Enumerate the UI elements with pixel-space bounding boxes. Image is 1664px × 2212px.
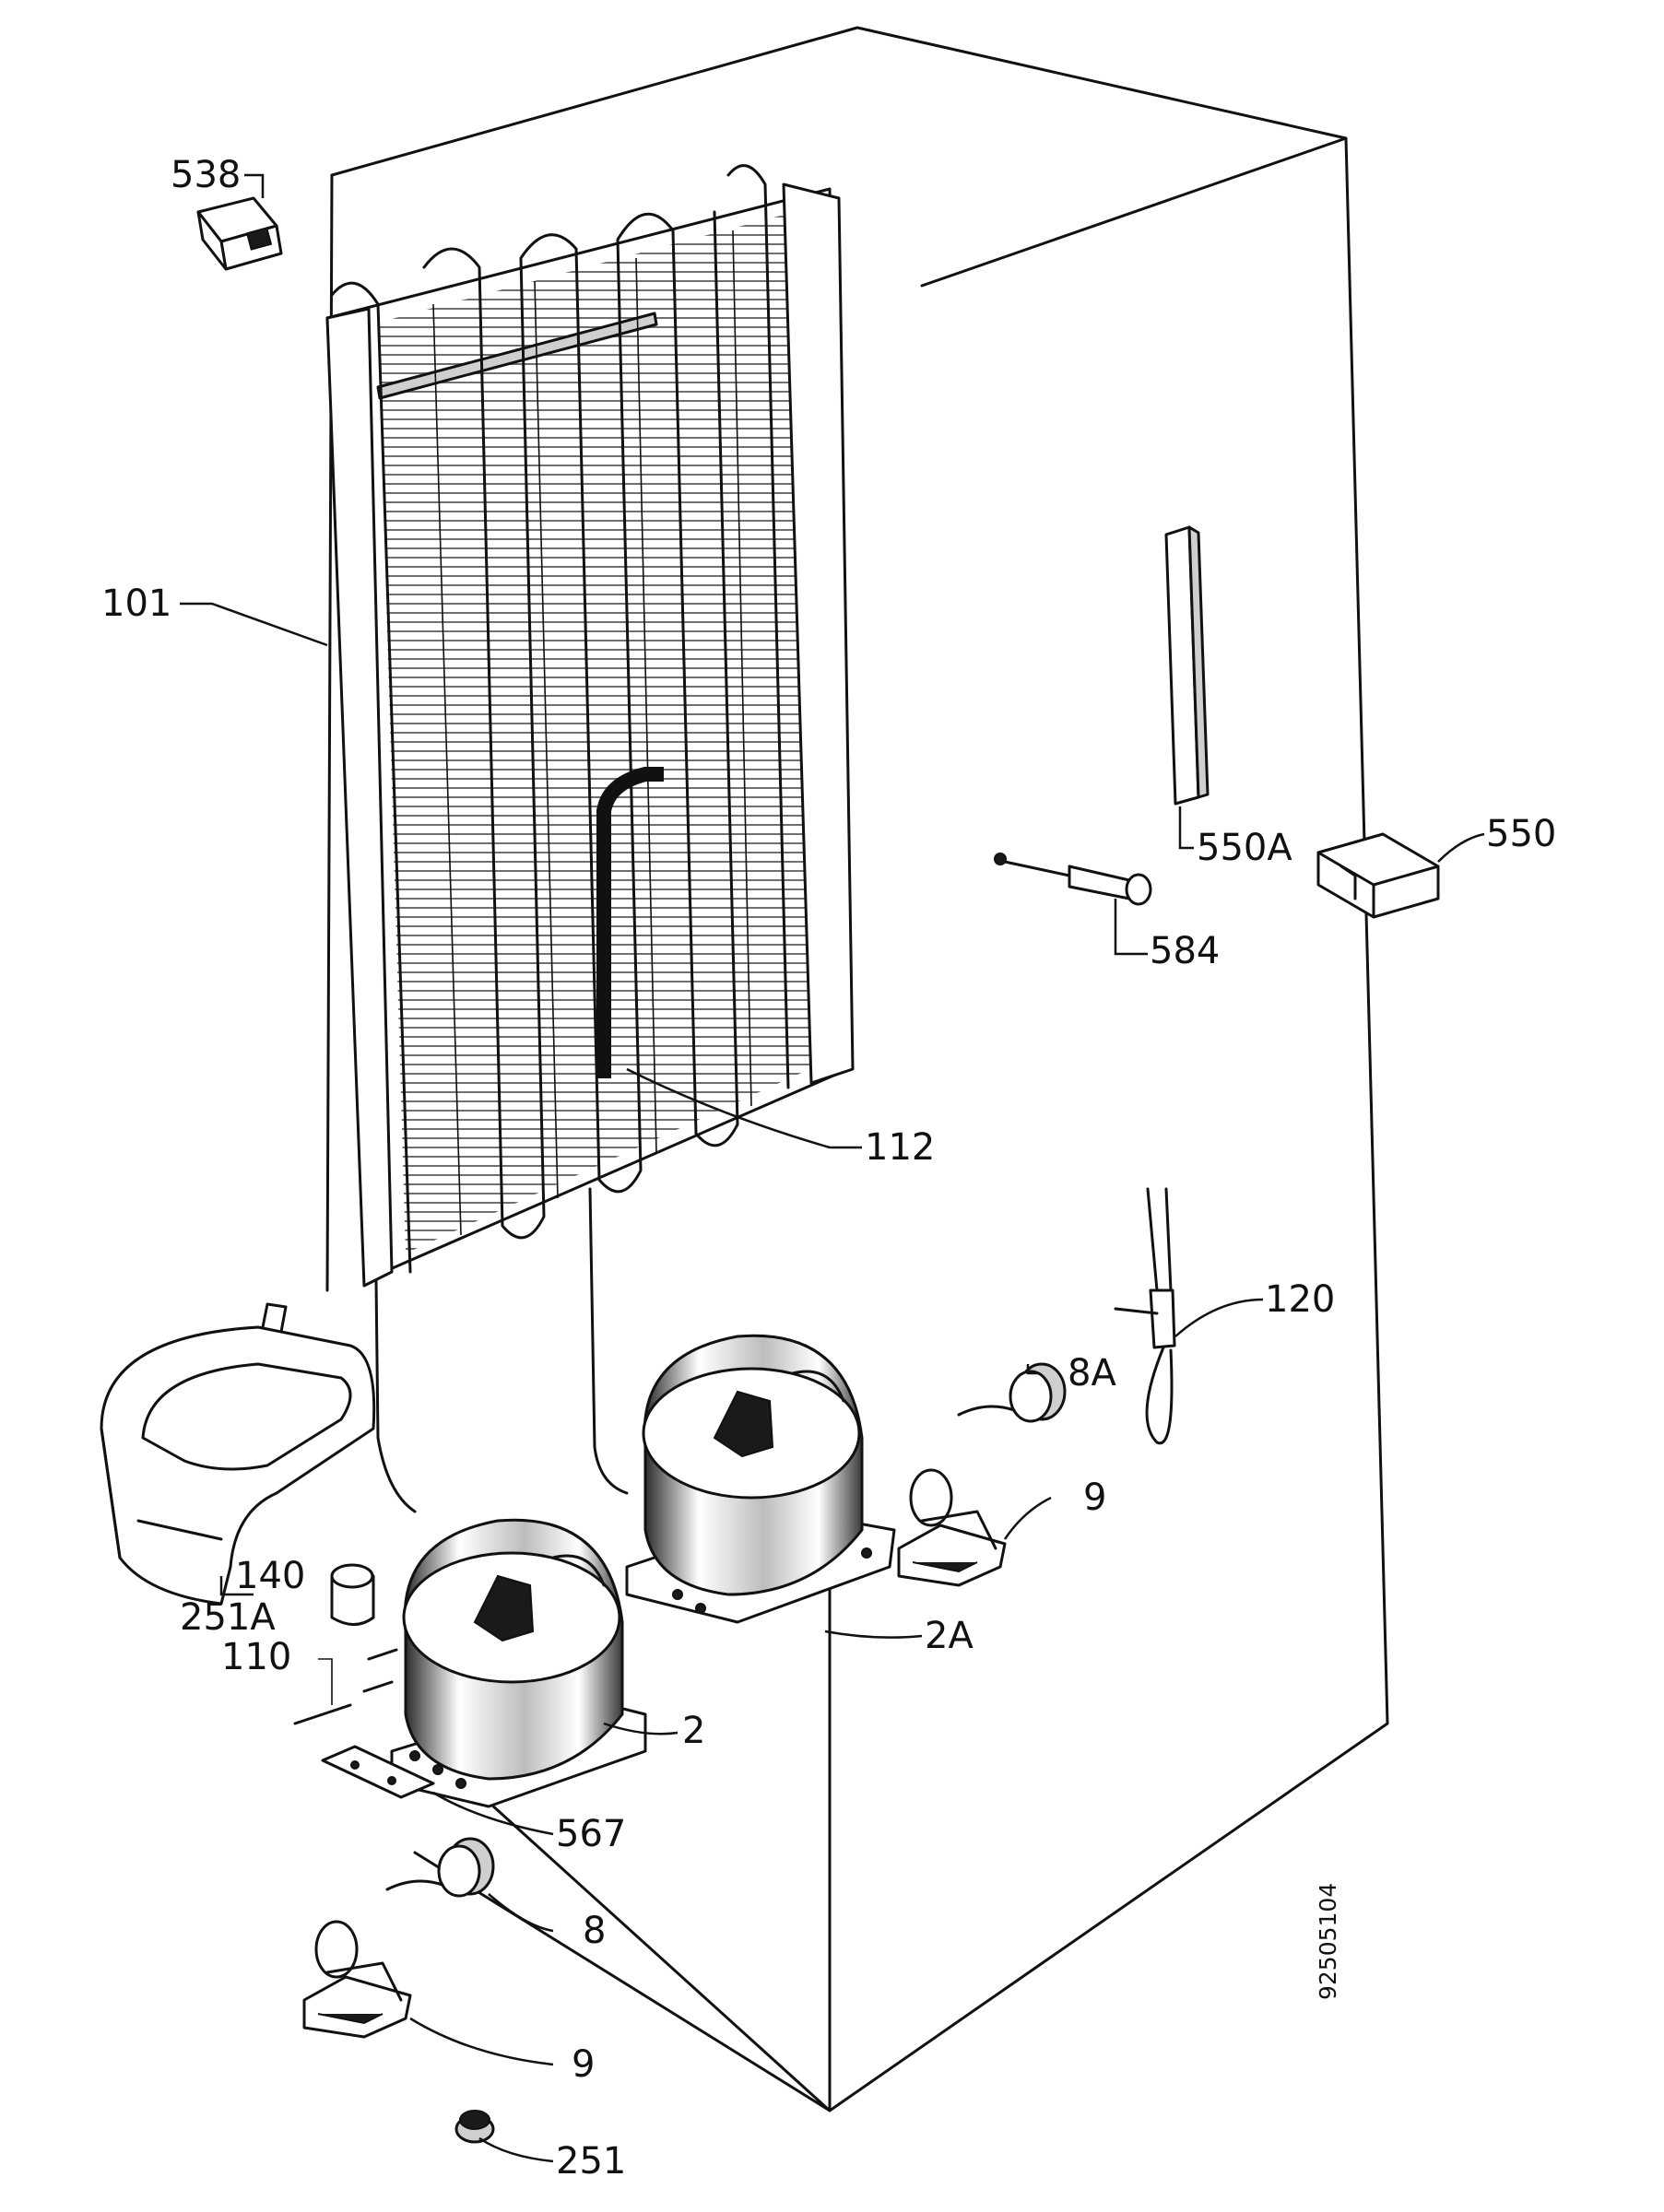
part-140-drain-tray (100, 1302, 376, 1606)
label-567: 567 (556, 1813, 627, 1855)
compressor-2a (625, 1334, 896, 1624)
compressor-2 (390, 1518, 647, 1808)
label-2a: 2A (925, 1615, 974, 1657)
part-251a-grommet (330, 1563, 375, 1626)
leader-lines (180, 173, 1485, 2163)
label-8: 8 (583, 1910, 607, 1952)
label-9-upper: 9 (1083, 1477, 1107, 1519)
label-8a: 8A (1068, 1352, 1116, 1394)
part-550a-bar (1164, 525, 1210, 806)
part-8a-relay (957, 1362, 1067, 1423)
label-584: 584 (1150, 930, 1221, 972)
label-112: 112 (865, 1126, 936, 1169)
part-9-cover-lower (302, 1920, 412, 2039)
part-110-pins (293, 1648, 398, 1725)
label-550a: 550A (1197, 827, 1292, 869)
label-120: 120 (1265, 1278, 1336, 1321)
label-538: 538 (171, 154, 242, 196)
label-110: 110 (221, 1636, 292, 1678)
part-584-sensor (994, 853, 1152, 906)
part-251-grommet (454, 2110, 495, 2144)
label-550: 550 (1486, 813, 1557, 855)
part-550-bracket (1316, 832, 1440, 919)
part-120-bulb (1114, 1187, 1176, 1445)
label-2: 2 (682, 1710, 706, 1752)
part-9-cover-upper (897, 1468, 1007, 1587)
label-251a: 251A (180, 1596, 276, 1639)
part-567-plate (321, 1745, 435, 1799)
capillary-coil (596, 767, 664, 1078)
label-251: 251 (556, 2140, 627, 2183)
condenser (325, 164, 855, 1513)
label-140: 140 (235, 1555, 306, 1597)
part-538-connector (196, 196, 283, 271)
label-101: 101 (101, 582, 172, 625)
document-number: 92505104 (1315, 1882, 1341, 2000)
label-9-lower: 9 (572, 2043, 596, 2086)
part-8-relay (385, 1837, 495, 1898)
